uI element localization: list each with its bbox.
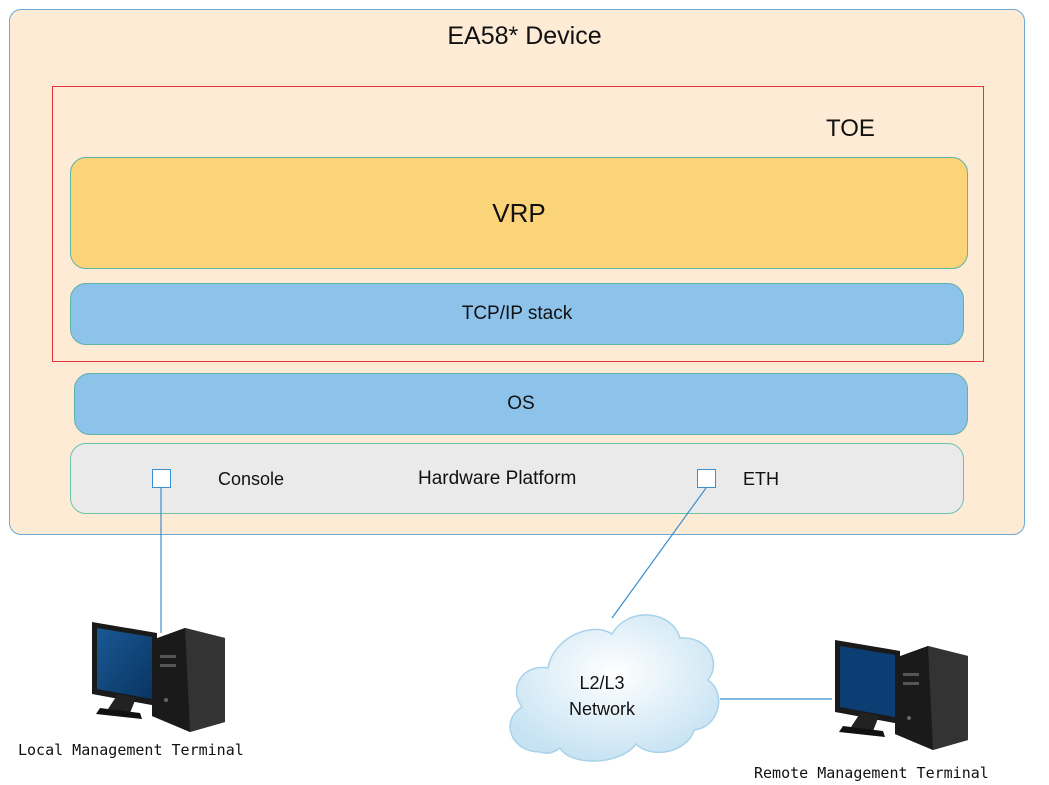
remote-terminal-label: Remote Management Terminal <box>754 764 989 782</box>
device-title: EA58* Device <box>447 22 602 50</box>
eth-link <box>611 487 707 619</box>
eth-port-icon <box>697 469 716 488</box>
network-label: L2/L3 Network <box>557 670 647 722</box>
local-terminal-label: Local Management Terminal <box>18 741 244 759</box>
cloud-icon <box>509 614 720 762</box>
hardware-platform-layer <box>70 443 964 514</box>
vrp-label: VRP <box>492 197 546 228</box>
local-terminal-icon <box>92 622 225 732</box>
console-port-label: Console <box>218 469 285 489</box>
network-label-line1: L2/L3 <box>579 673 625 693</box>
tcpip-stack-layer: TCP/IP stack <box>70 283 964 345</box>
os-layer: OS <box>74 373 968 435</box>
remote-terminal-icon <box>835 640 968 750</box>
eth-port-label: ETH <box>743 469 779 489</box>
os-label: OS <box>507 393 535 414</box>
toe-boundary <box>52 86 984 362</box>
tcpip-stack-label: TCP/IP stack <box>461 303 573 324</box>
toe-label: TOE <box>826 115 875 142</box>
vrp-layer: VRP <box>70 157 968 269</box>
console-port-icon <box>152 469 171 488</box>
network-label-line2: Network <box>568 699 635 719</box>
hardware-platform-label: Hardware Platform <box>418 468 577 489</box>
